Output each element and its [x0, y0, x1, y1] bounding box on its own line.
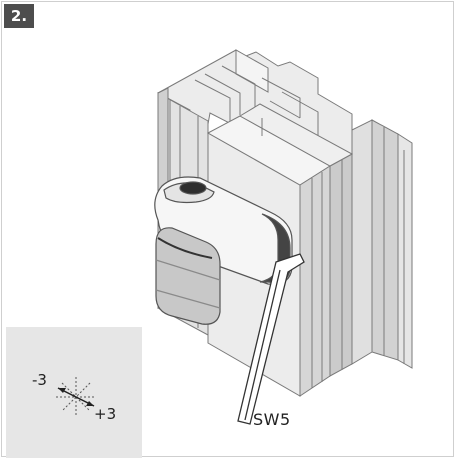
adjustment-direction-icon [56, 377, 96, 417]
adjust-plus-label: +3 [94, 405, 117, 423]
adjust-minus-label: -3 [32, 371, 47, 389]
tool-size-label: SW5 [253, 410, 291, 429]
hex-key [237, 253, 305, 425]
adjustment-inset: -3 +3 [6, 327, 142, 458]
step-number-badge: 2. [4, 4, 34, 28]
